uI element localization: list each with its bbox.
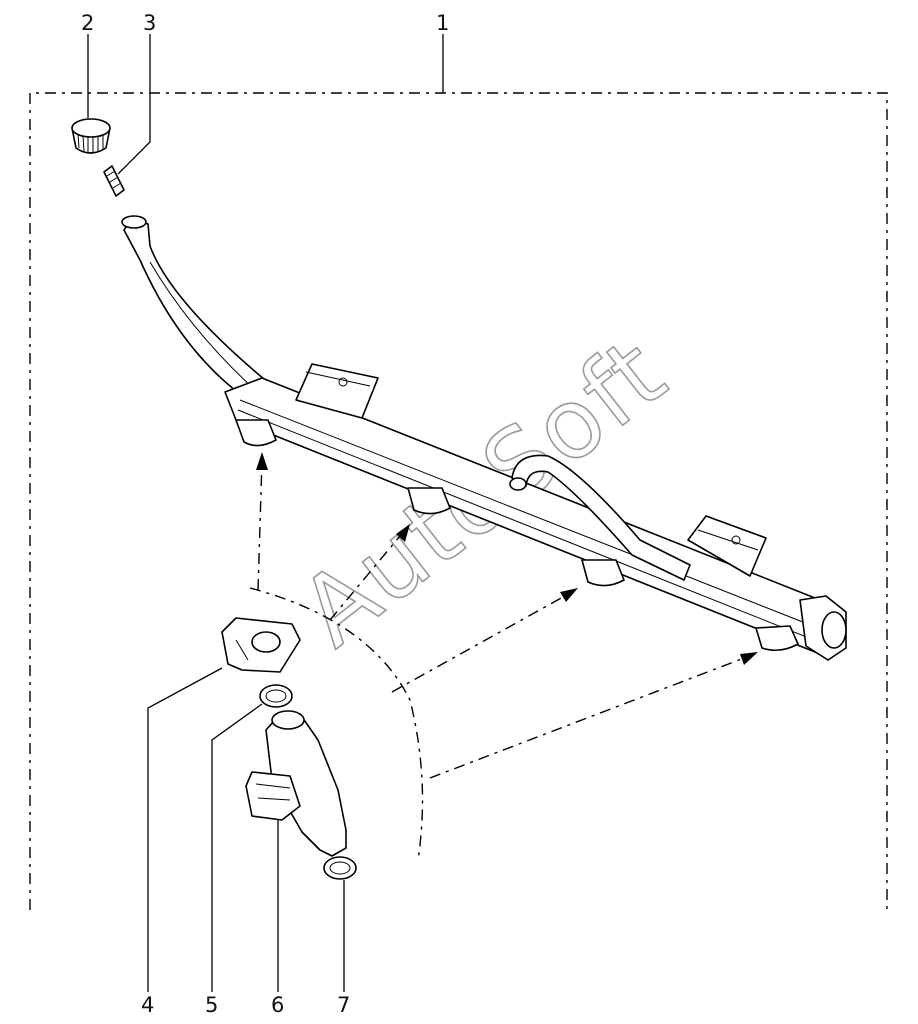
callout-7: 7 [337,993,350,1017]
callout-4: 4 [141,993,154,1017]
arrowhead-1 [256,452,268,470]
arrowhead-4 [740,652,758,665]
fuel-rail-cap [71,118,111,154]
fuel-rail [121,215,847,661]
leader-lines [87,34,444,992]
callout-1: 1 [436,11,449,35]
o-ring-lower [323,856,357,880]
callout-6: 6 [271,993,284,1017]
o-ring-upper [259,684,293,708]
injector-clip [221,617,301,673]
install-arrows [249,452,758,861]
fuel-injector [245,710,347,857]
callout-5: 5 [205,993,218,1017]
arrowhead-2 [396,524,410,542]
assembly-boundary [29,92,888,910]
callout-3: 3 [143,11,156,35]
callout-labels: 1 2 3 4 5 6 7 [81,11,449,1017]
arrowhead-3 [560,588,578,602]
callout-2: 2 [81,11,94,35]
schrader-valve [103,165,125,197]
